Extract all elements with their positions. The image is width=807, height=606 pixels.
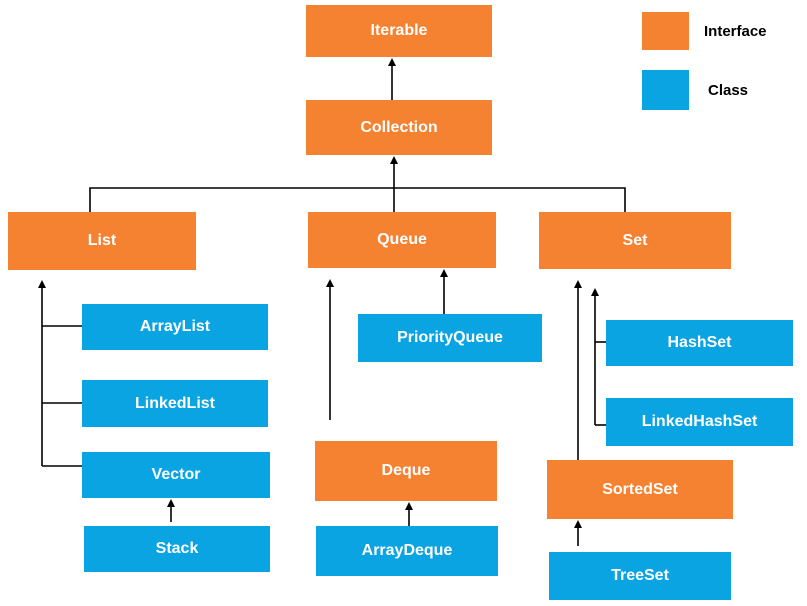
- legend-interface-label: Interface: [704, 23, 767, 40]
- node-set: Set: [539, 212, 731, 269]
- node-linkedhashset: LinkedHashSet: [606, 398, 793, 446]
- node-vector: Vector: [82, 452, 270, 498]
- node-linkedlist: LinkedList: [82, 380, 268, 427]
- node-list: List: [8, 212, 196, 270]
- node-arraydeque: ArrayDeque: [316, 526, 498, 576]
- node-queue: Queue: [308, 212, 496, 268]
- node-stack: Stack: [84, 526, 270, 572]
- node-collection: Collection: [306, 100, 492, 155]
- node-sortedset: SortedSet: [547, 460, 733, 519]
- legend-class-label: Class: [708, 82, 749, 99]
- node-treeset: TreeSet: [549, 552, 731, 600]
- legend-interface-swatch: [642, 12, 689, 50]
- edge-bus-top: [89, 187, 626, 212]
- node-iterable: Iterable: [306, 5, 492, 57]
- node-priorityqueue: PriorityQueue: [358, 314, 542, 362]
- legend-class-swatch: [642, 70, 689, 110]
- node-hashset: HashSet: [606, 320, 793, 366]
- node-deque: Deque: [315, 441, 497, 501]
- node-arraylist: ArrayList: [82, 304, 268, 350]
